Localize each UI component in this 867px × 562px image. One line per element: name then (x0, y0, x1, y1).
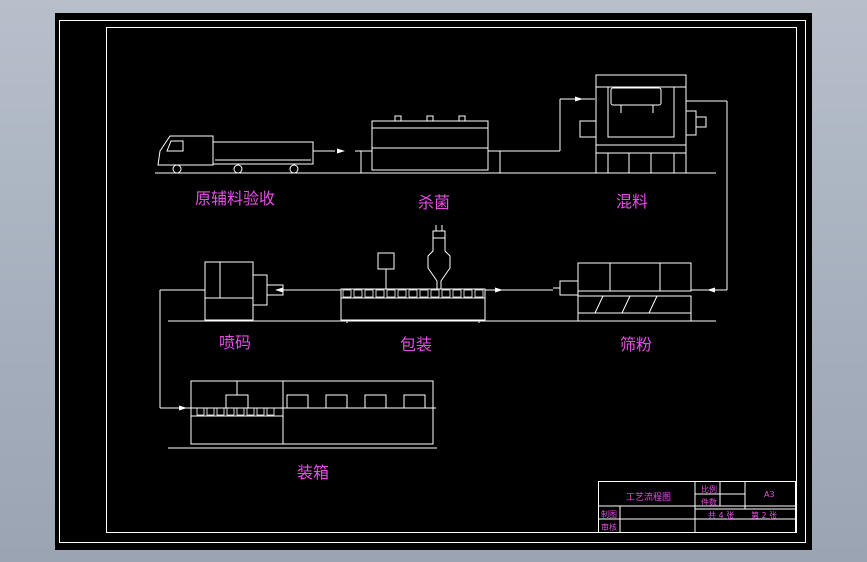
coder-machine (204, 261, 284, 321)
title-block-sheet-number: 第 2 张 (751, 511, 778, 520)
title-block-drawn-label: 制图 (601, 510, 617, 519)
outer-frame (59, 20, 806, 543)
sieve-machine (553, 262, 727, 321)
title-block-ratio-label: 比例 (701, 485, 717, 494)
step-sieving-label: 筛粉 (620, 335, 653, 354)
title-block-review-label: 审核 (601, 523, 617, 532)
step-boxing-label: 装箱 (297, 463, 330, 482)
title-block-count-label: 件数 (701, 498, 717, 507)
mixer-machine (579, 74, 728, 290)
step-coding-label: 喷码 (219, 333, 252, 352)
step-acceptance-label: 原辅料验收 (195, 189, 276, 208)
step-mixing-label: 混料 (616, 192, 649, 211)
boxing-machine (190, 380, 436, 445)
flow-arrows (179, 96, 715, 411)
title-block-ratio-value: A3 (764, 490, 775, 499)
step-packaging-label: 包装 (400, 335, 433, 354)
title-block (598, 481, 796, 533)
process-flow-drawing (59, 20, 806, 543)
inner-frame (106, 27, 797, 533)
title-block-title: 工艺流程图 (626, 493, 672, 503)
packaging-conveyor (342, 289, 484, 298)
packaging-machine (340, 225, 486, 323)
truck-icon (157, 135, 314, 174)
step-sterilize-label: 杀菌 (418, 193, 451, 212)
title-block-sheets-total: 共 4 张 (708, 511, 735, 520)
sterilizer-machine (355, 115, 510, 173)
boxing-conveyor (196, 407, 275, 416)
cad-viewport[interactable]: 原辅料验收 杀菌 混料 筛粉 包装 喷码 装箱 工艺流程图 比例 件数 A3 制… (55, 13, 812, 550)
